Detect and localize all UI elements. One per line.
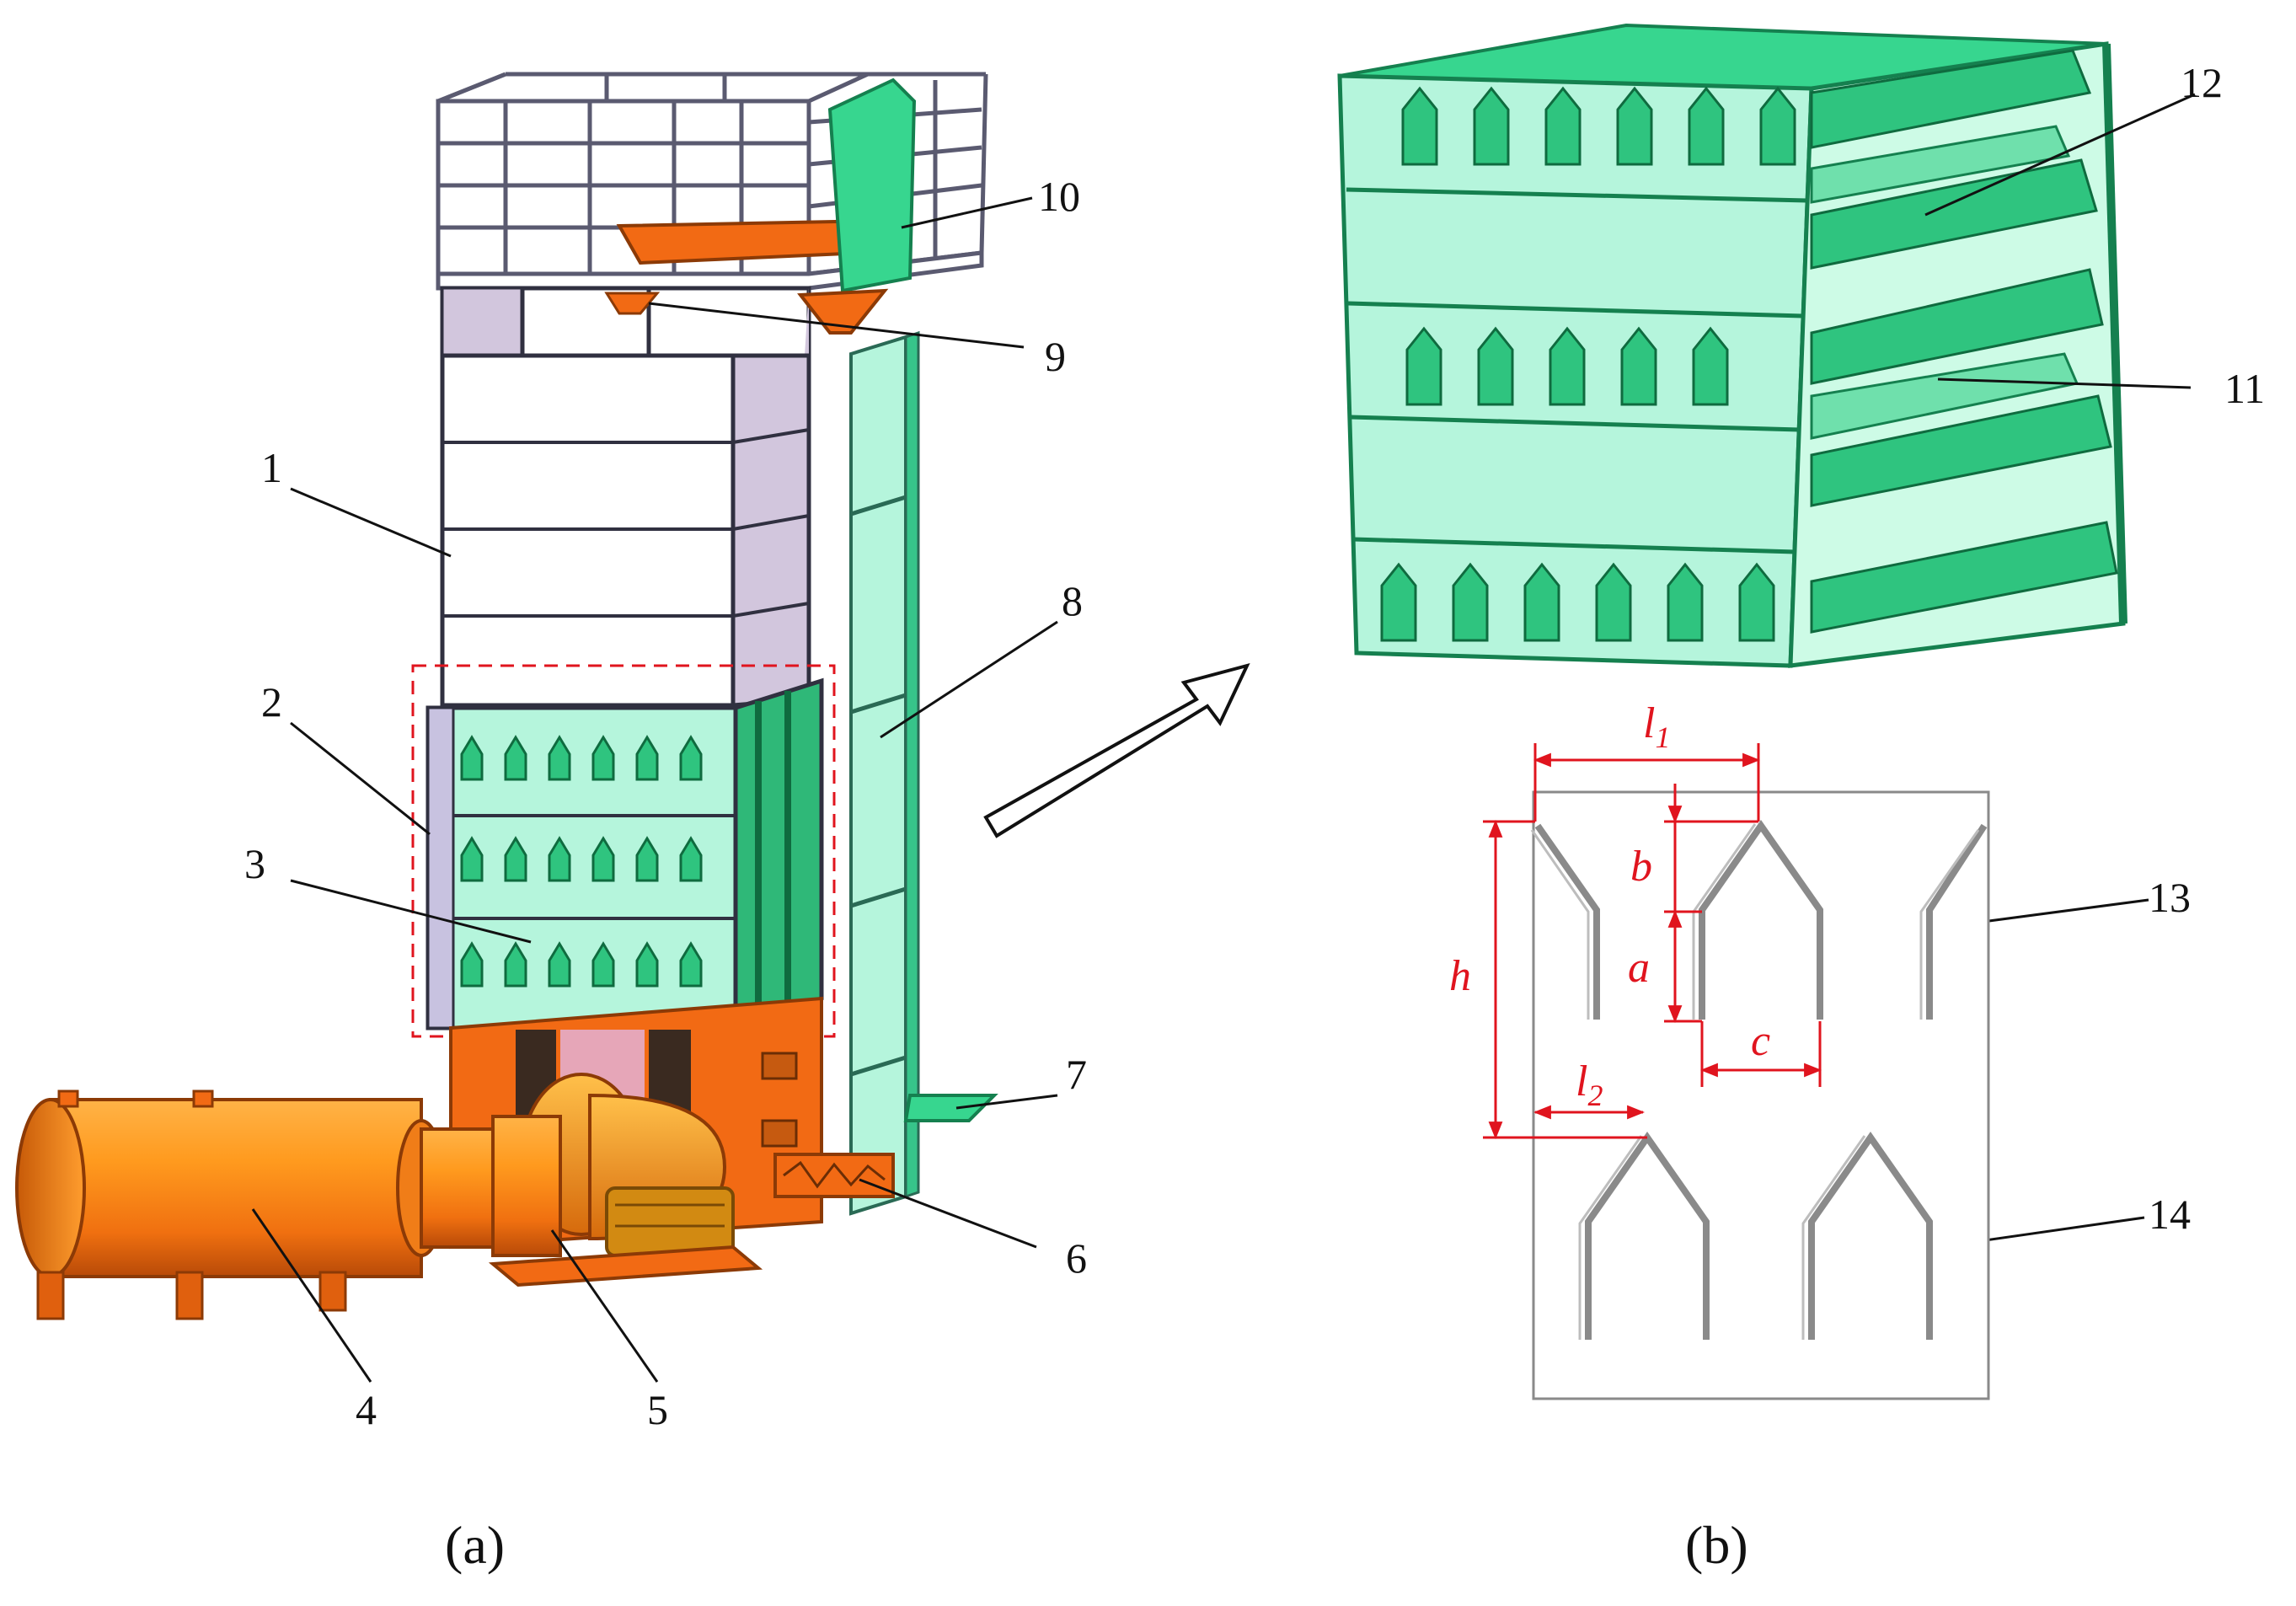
- panel-caption-a: (a): [445, 1515, 505, 1575]
- callout-6: 6: [1066, 1234, 1087, 1282]
- callout-12: 12: [2181, 59, 2223, 106]
- dim-l2: l2: [1576, 1057, 1603, 1112]
- duct-windows-row: [460, 735, 703, 781]
- discharge-auger: [773, 1153, 895, 1198]
- callout-4: 4: [356, 1386, 377, 1433]
- duct-windows-row: [460, 941, 703, 988]
- dim-l1: l1: [1643, 699, 1670, 754]
- callout-leaders-a: [251, 196, 1058, 1383]
- detail-window-row: [1401, 86, 1796, 166]
- feed-hopper: [903, 1094, 998, 1122]
- callout-10: 10: [1038, 173, 1080, 220]
- callout-8: 8: [1062, 577, 1083, 624]
- dim-c: c: [1751, 1017, 1770, 1065]
- drying-section-edge: [426, 706, 455, 1030]
- callout-5: 5: [647, 1386, 668, 1433]
- window-upper-middle: [1699, 820, 1823, 1020]
- storage-bin-side: [731, 353, 811, 708]
- dryer-assembly: [15, 72, 998, 1320]
- side-ducts: [1810, 49, 2118, 634]
- callout-14: 14: [2149, 1191, 2191, 1238]
- grain-distributor: [604, 292, 661, 315]
- fan-skid: [488, 1245, 763, 1287]
- hot-air-furnace: [15, 1089, 562, 1320]
- dimension-labels: l1 b a h c l2: [1449, 699, 1770, 1112]
- callout-2: 2: [261, 678, 282, 725]
- dimension-lines: [1483, 743, 1822, 1140]
- callout-3: 3: [244, 840, 265, 887]
- zoom-arrow: [983, 662, 1250, 838]
- callout-9: 9: [1045, 333, 1066, 380]
- callout-11: 11: [2224, 365, 2265, 412]
- elevator-hopper: [797, 288, 889, 335]
- head-side-panel: [441, 286, 524, 357]
- panel-caption-b: (b): [1685, 1515, 1748, 1575]
- duct-windows-row: [460, 836, 703, 882]
- detail-window-row: [1380, 562, 1775, 642]
- fan-motor: [605, 1186, 735, 1257]
- dim-a: a: [1628, 944, 1650, 992]
- dim-h: h: [1449, 952, 1471, 1000]
- half-window-left: [1534, 823, 1600, 1020]
- callout-labels-b: 11 12 13 14: [2149, 59, 2265, 1238]
- callout-labels-a: 1 2 3 4 5 6 7 8 9 10: [244, 173, 1087, 1433]
- callout-1: 1: [261, 444, 282, 491]
- dim-b: b: [1630, 843, 1652, 891]
- callout-7: 7: [1066, 1051, 1087, 1098]
- duct-schematic: [1530, 790, 1990, 1400]
- detail-window-row: [1405, 326, 1729, 406]
- drying-section-side: [733, 677, 824, 1031]
- bucket-elevator: [797, 78, 998, 1216]
- drying-section-detail: [1337, 23, 2127, 668]
- highlight-box: [411, 664, 836, 1038]
- schematic-frame: [1532, 790, 1990, 1400]
- window-lower-right: [1808, 1132, 1933, 1340]
- callout-13: 13: [2149, 874, 2191, 921]
- half-window-right: [1926, 823, 1988, 1020]
